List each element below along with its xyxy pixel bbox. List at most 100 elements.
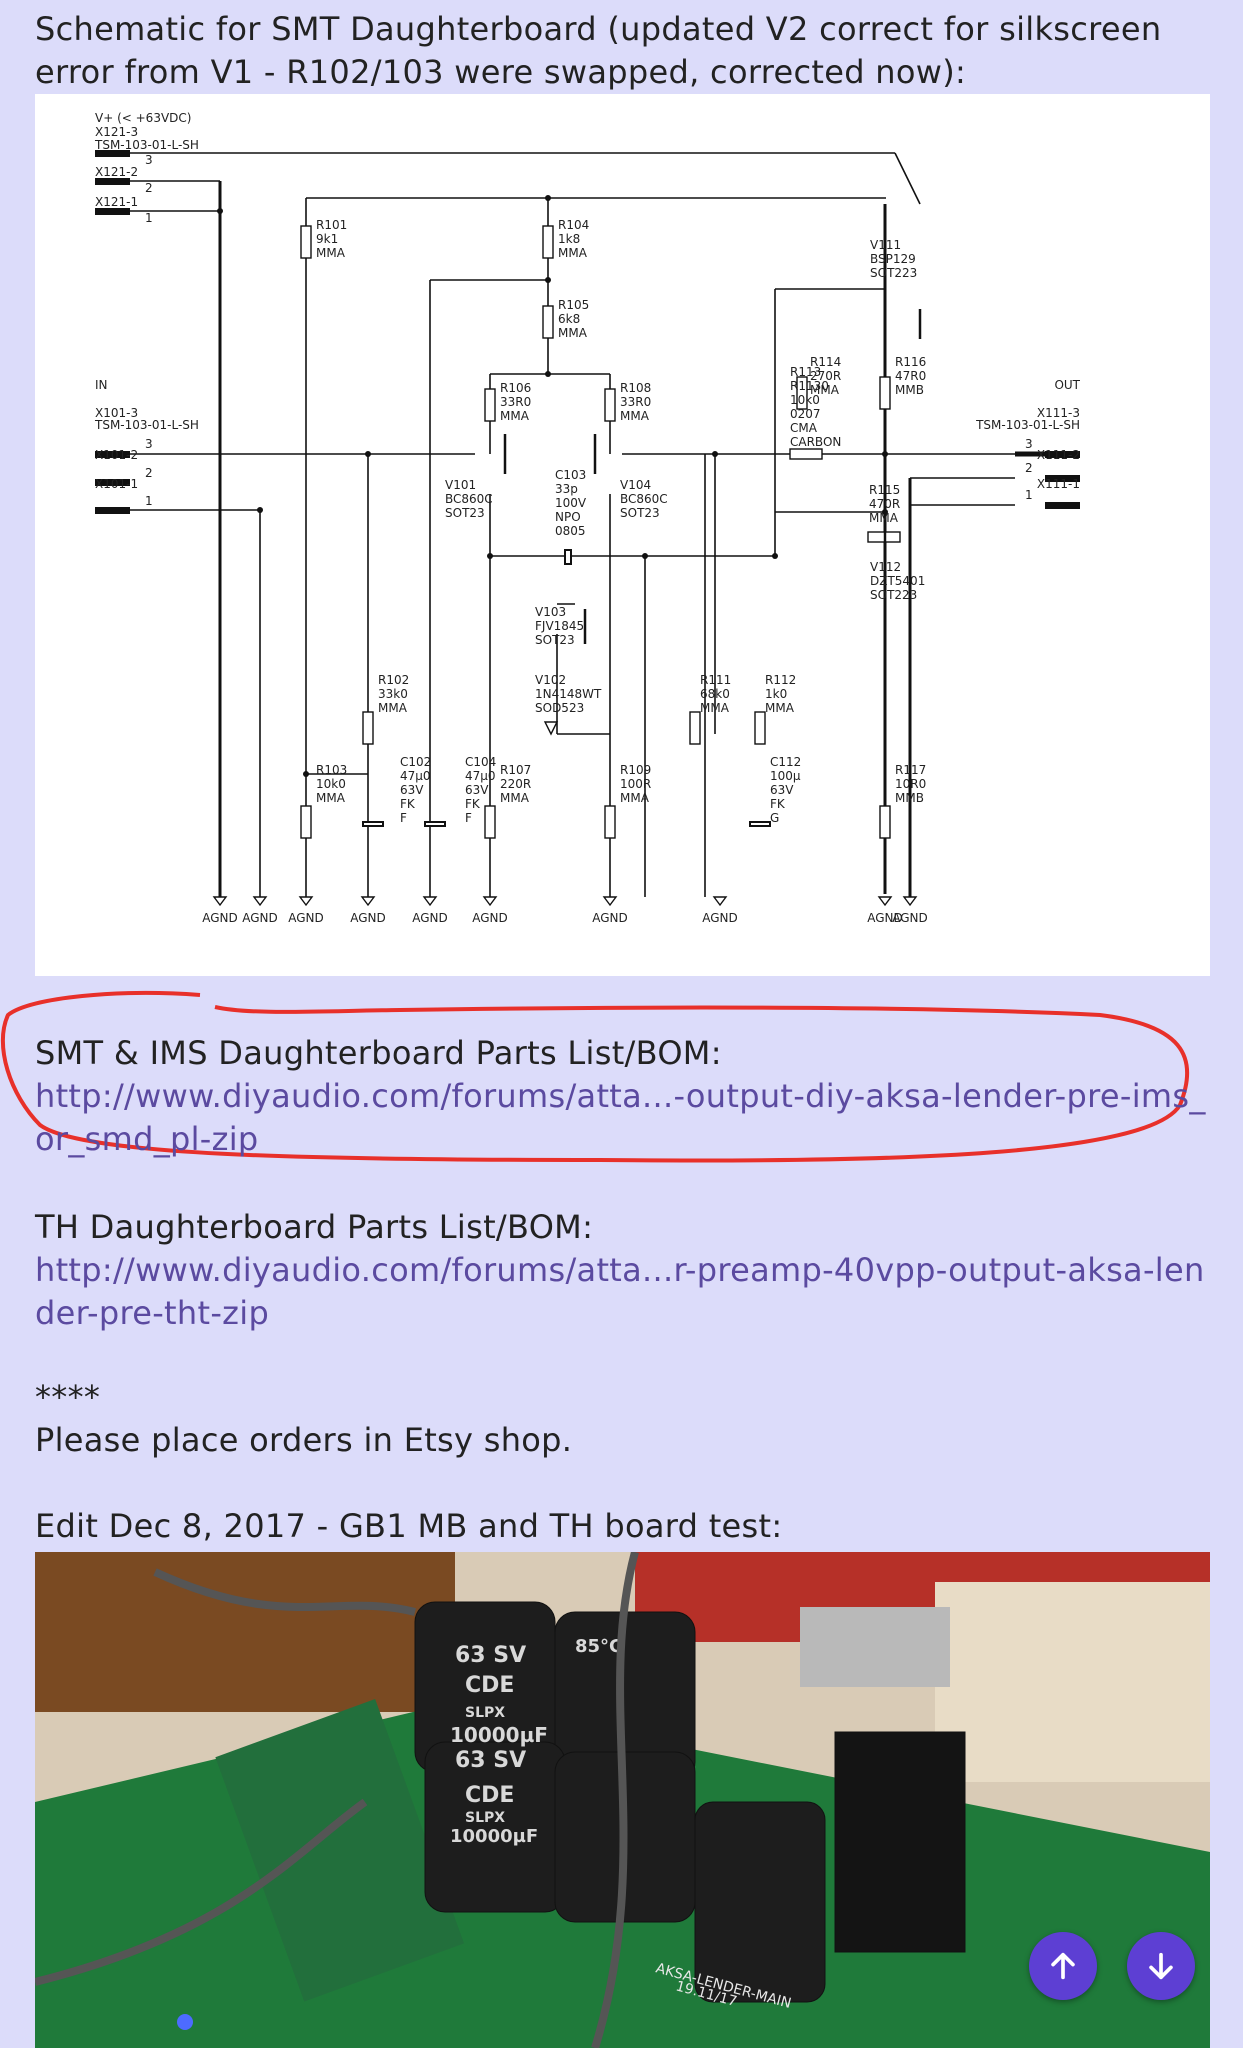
- schematic-diagram: V+ (< +63VDC)INOUTX121-3TSM-103-01-L-SHX…: [94, 111, 1081, 925]
- part-label-c103: NPO: [555, 510, 581, 524]
- part-label-v111: V111: [870, 238, 901, 252]
- part-label-c104: FK: [465, 797, 481, 811]
- part-label-c104: 47µ0: [465, 769, 496, 783]
- smt-bom-section: SMT & IMS Daughterboard Parts List/BOM: …: [35, 1032, 1210, 1161]
- part-label-r109: 100R: [620, 777, 651, 791]
- part-label-r117: R117: [895, 763, 926, 777]
- part-label-r113: CARBON: [790, 435, 841, 449]
- connector-x101-label: X101-2: [95, 448, 138, 462]
- connector-x121-label: X121-3: [95, 125, 138, 139]
- ground-label: AGND: [702, 911, 738, 925]
- part-label-c103: 33p: [555, 482, 578, 496]
- part-label-r103: R103: [316, 763, 347, 777]
- th-bom-link[interactable]: http://www.diyaudio.com/forums/atta...r-…: [35, 1251, 1205, 1332]
- svg-text:SLPX: SLPX: [465, 1705, 505, 1721]
- board-test-photo: 63 SV CDE SLPX 10000µF 63 SV CDE SLPX 10…: [35, 1552, 1210, 2048]
- part-label-r113: R113: [790, 365, 821, 379]
- part-label-r108: MMA: [620, 409, 650, 423]
- part-label-r102: MMA: [378, 701, 408, 715]
- part-label-r113: R1130: [790, 379, 829, 393]
- pin-number: 1: [145, 494, 153, 508]
- part-label-r117: MMB: [895, 791, 924, 805]
- board-photo-illustration: 63 SV CDE SLPX 10000µF 63 SV CDE SLPX 10…: [35, 1552, 1210, 2048]
- part-label-r106: 33R0: [500, 395, 531, 409]
- part-label-v101: SOT23: [445, 506, 485, 520]
- smt-bom-link[interactable]: http://www.diyaudio.com/forums/atta...-o…: [35, 1077, 1206, 1158]
- in-label: IN: [95, 378, 108, 392]
- pin-number: 1: [145, 211, 153, 225]
- ground-label: AGND: [242, 911, 278, 925]
- orders-text: Please place orders in Etsy shop.: [35, 1421, 573, 1459]
- part-label-r112: 1k0: [765, 687, 787, 701]
- svg-text:85°C: 85°C: [575, 1636, 622, 1657]
- ground-label: AGND: [592, 911, 628, 925]
- part-label-v104: BC860C: [620, 492, 668, 506]
- part-label-v112: V112: [870, 560, 901, 574]
- part-label-r101: 9k1: [316, 232, 338, 246]
- connector-x111-label: X111-2: [1037, 448, 1080, 462]
- capacitors: [362, 549, 771, 827]
- part-label-v103: SOT23: [535, 633, 575, 647]
- connector-x111-label: X111-3: [1037, 406, 1080, 420]
- ground-label: AGND: [472, 911, 508, 925]
- part-label-c103: 0805: [555, 524, 586, 538]
- part-label-r116: 47R0: [895, 369, 926, 383]
- connector-x121-label: X121-2: [95, 165, 138, 179]
- part-label-r112: MMA: [765, 701, 795, 715]
- separator-stars: ****: [35, 1378, 101, 1416]
- part-label-c112: 63V: [770, 783, 794, 797]
- part-label-r105: MMA: [558, 326, 588, 340]
- smt-bom-title: SMT & IMS Daughterboard Parts List/BOM:: [35, 1034, 722, 1072]
- connector-x101-label: TSM-103-01-L-SH: [94, 418, 199, 432]
- ground-symbols: [212, 896, 918, 907]
- part-label-r115: MMA: [869, 511, 899, 525]
- part-label-r111: 68k0: [700, 687, 730, 701]
- scroll-down-button[interactable]: [1127, 1932, 1195, 2000]
- connector-x111-label: TSM-103-01-L-SH: [975, 418, 1080, 432]
- svg-text:CDE: CDE: [465, 1673, 514, 1698]
- part-label-r102: R102: [378, 673, 409, 687]
- connector-x121-label: X121-1: [95, 195, 138, 209]
- transistors: [503, 309, 922, 644]
- part-label-r105: 6k8: [558, 312, 580, 326]
- connector-x101-label: X101-1: [95, 477, 138, 491]
- part-label-r115: R115: [869, 483, 900, 497]
- part-label-r113: CMA: [790, 421, 818, 435]
- part-label-c112: FK: [770, 797, 786, 811]
- connector-x111-label: X111-1: [1037, 477, 1080, 491]
- part-label-v112: DZT5401: [870, 574, 925, 588]
- svg-text:63 SV: 63 SV: [455, 1748, 526, 1773]
- part-label-c102: F: [400, 811, 407, 825]
- part-label-r113: 0207: [790, 407, 821, 421]
- part-label-v111: BSP129: [870, 252, 916, 266]
- part-label-r104: R104: [558, 218, 589, 232]
- part-label-v102: V102: [535, 673, 566, 687]
- svg-text:63 SV: 63 SV: [455, 1643, 526, 1668]
- part-label-r107: 220R: [500, 777, 531, 791]
- part-label-r112: R112: [765, 673, 796, 687]
- edit-text: Edit Dec 8, 2017 - GB1 MB and TH board t…: [35, 1507, 783, 1545]
- part-label-r108: R108: [620, 381, 651, 395]
- scroll-up-button[interactable]: [1029, 1932, 1097, 2000]
- part-label-r116: MMB: [895, 383, 924, 397]
- part-label-v103: FJV1845: [535, 619, 584, 633]
- part-label-r105: R105: [558, 298, 589, 312]
- part-label-r104: MMA: [558, 246, 588, 260]
- part-label-v101: V101: [445, 478, 476, 492]
- capacitor-print: 63 SV CDE SLPX 10000µF 63 SV CDE SLPX 10…: [450, 1636, 622, 1847]
- part-label-c102: 63V: [400, 783, 424, 797]
- part-label-r103: 10k0: [316, 777, 346, 791]
- part-label-r102: 33k0: [378, 687, 408, 701]
- part-label-v101: BC860C: [445, 492, 493, 506]
- part-label-v104: V104: [620, 478, 651, 492]
- part-label-r116: R116: [895, 355, 926, 369]
- part-label-r114: MMA: [810, 383, 840, 397]
- part-label-r101: MMA: [316, 246, 346, 260]
- part-label-v104: SOT23: [620, 506, 660, 520]
- ground-label: AGND: [202, 911, 238, 925]
- part-label-v102: SOD523: [535, 701, 584, 715]
- part-label-c104: C104: [465, 755, 496, 769]
- part-label-c102: 47µ0: [400, 769, 431, 783]
- pin-number: 2: [1025, 461, 1033, 475]
